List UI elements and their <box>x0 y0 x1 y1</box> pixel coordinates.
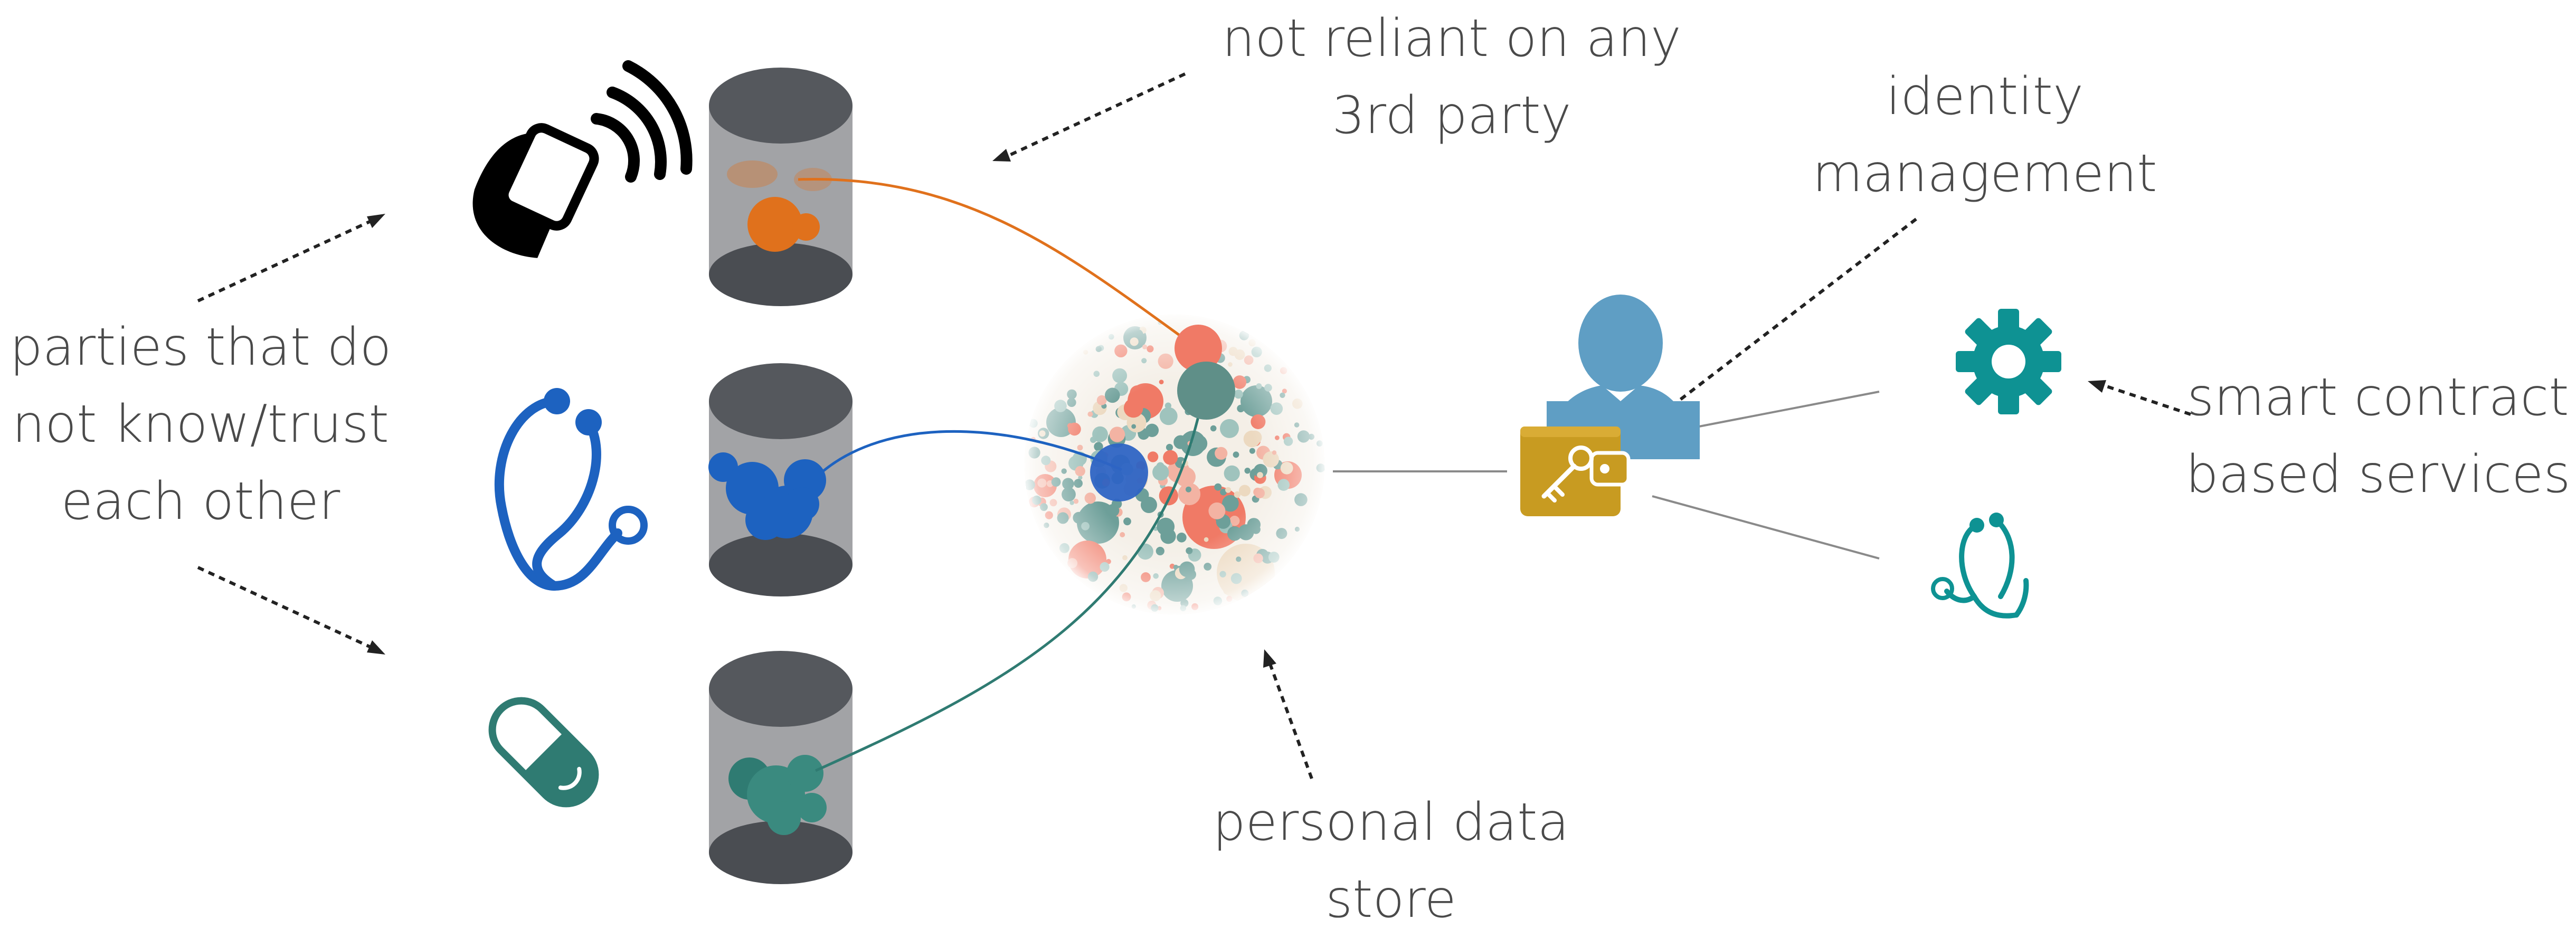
stethoscope-service-icon <box>1931 513 2029 619</box>
personal-data-store-sphere <box>1025 315 1324 614</box>
arrow-parties-to-pill <box>197 566 371 648</box>
arrowhead <box>367 214 385 228</box>
label-smart-line1: smart contract <box>2187 367 2569 428</box>
label-not-reliant-line2: 3rd party <box>1332 86 1571 146</box>
gear-tooth <box>2021 318 2052 349</box>
label-not-reliant-line1: not reliant on any <box>1222 8 1681 69</box>
smartwatch-wireless-icon <box>472 60 693 258</box>
stethoscope-icon <box>494 388 648 591</box>
arrowhead <box>1263 649 1276 668</box>
arrowhead <box>992 149 1011 162</box>
gear-tooth <box>1998 388 2019 414</box>
arrowhead <box>2088 380 2106 393</box>
pill-capsule-icon <box>488 697 599 808</box>
gear-tooth <box>1956 351 1982 372</box>
label-personal-line2: store <box>1325 869 1456 930</box>
arrow-parties-to-watch <box>197 220 371 302</box>
sphere-node-blue <box>1090 443 1148 501</box>
label-parties-line1: parties that do <box>10 317 392 377</box>
user-person-icon <box>1547 295 1700 459</box>
data-cylinder-wearable <box>709 68 853 306</box>
label-parties-line3: each other <box>61 471 340 532</box>
gear-tooth <box>1965 318 1996 349</box>
data-cylinder-pharma <box>709 651 853 884</box>
label-identity-line2: management <box>1812 144 2157 204</box>
sphere-node-teal <box>1177 362 1235 420</box>
arrow-not-reliant <box>1007 72 1186 157</box>
gear-tooth <box>1965 374 1996 405</box>
arrow-identity <box>1656 217 1917 419</box>
line-wallet-to-stethoscope <box>1652 495 1880 560</box>
gear-tooth <box>2035 351 2061 372</box>
label-smart-line2: based services <box>2185 444 2571 505</box>
curve-orange <box>798 178 1191 345</box>
label-identity: identity management <box>1774 58 2196 212</box>
arrow-personal-store <box>1268 661 1313 780</box>
label-parties-line2: not know/trust <box>12 394 389 454</box>
gear-tooth <box>1998 309 2019 335</box>
data-cylinder-medical <box>708 363 853 596</box>
label-personal-line1: personal data <box>1213 792 1569 852</box>
curve-teal <box>815 393 1205 772</box>
label-parties: parties that do not know/trust each othe… <box>0 309 401 540</box>
curve-blue <box>812 430 1123 481</box>
data-flow-curves <box>798 178 1205 772</box>
label-not-reliant: not reliant on any 3rd party <box>1198 0 1705 154</box>
label-personal-store: personal data store <box>1180 784 1602 938</box>
wallet-key-icon <box>1520 427 1631 516</box>
dotted-arrows <box>197 72 2191 780</box>
label-smart-contract: smart contract based services <box>2180 359 2576 513</box>
sphere-node-orange <box>1175 325 1222 372</box>
arrow-smart-contract <box>2103 384 2191 416</box>
arrowhead <box>367 640 385 655</box>
label-identity-line1: identity <box>1886 67 2083 127</box>
gear-icon <box>1956 309 2061 414</box>
gear-tooth <box>2021 374 2052 405</box>
